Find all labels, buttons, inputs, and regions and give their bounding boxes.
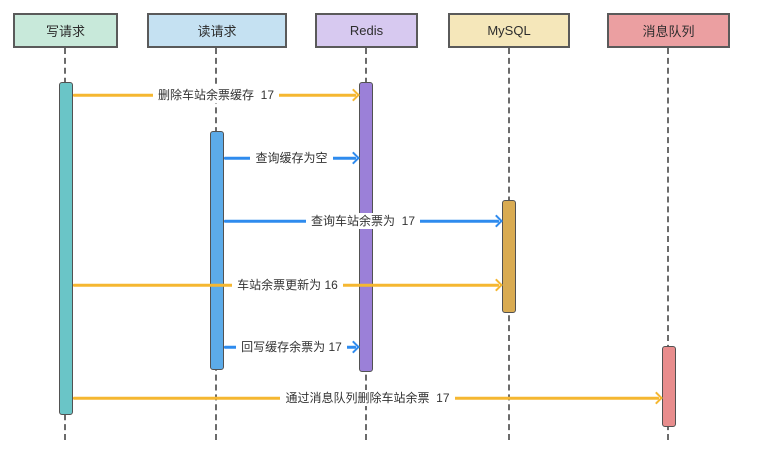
arrowhead-icon [490, 278, 503, 292]
activation-bar-read-request [210, 131, 224, 370]
participant-label: 读请求 [197, 24, 237, 39]
msg-delete-station-ticket-cache: 删除车站余票缓存 17 [73, 85, 360, 105]
arrowhead-icon [490, 214, 503, 228]
activation-bar-write-request [59, 82, 73, 415]
msg-query-station-tickets: 查询车站余票为 17 [224, 211, 503, 231]
arrowhead-icon [650, 391, 663, 405]
activation-bar-message-queue [662, 346, 676, 427]
message-label: 车站余票更新为 16 [232, 277, 343, 293]
participant-box-read-request: 读请求 [147, 13, 287, 48]
message-label: 查询车站余票为 17 [305, 213, 421, 229]
arrowhead-icon [347, 340, 360, 354]
participant-label: Redis [349, 23, 384, 38]
participant-box-redis: Redis [315, 13, 418, 48]
message-label: 通过消息队列删除车站余票 17 [280, 390, 455, 406]
participant-label: 写请求 [45, 24, 85, 39]
message-label: 删除车站余票缓存 17 [152, 87, 280, 103]
participant-box-write-request: 写请求 [13, 13, 118, 48]
participant-box-mysql: MySQL [448, 13, 570, 48]
arrowhead-icon [347, 151, 360, 165]
lifeline-message-queue [667, 48, 669, 440]
msg-update-station-tickets: 车站余票更新为 16 [73, 275, 503, 295]
message-label: 查询缓存为空 [250, 150, 333, 166]
msg-write-back-cache: 回写缓存余票为 17 [224, 337, 360, 357]
msg-query-cache-empty: 查询缓存为空 [224, 148, 360, 168]
participant-box-message-queue: 消息队列 [607, 13, 730, 48]
participant-label: 消息队列 [642, 24, 695, 39]
participant-label: MySQL [487, 23, 531, 38]
activation-bar-mysql [502, 200, 516, 313]
arrowhead-icon [347, 88, 360, 102]
msg-delete-cache-via-queue: 通过消息队列删除车站余票 17 [73, 388, 663, 408]
message-label: 回写缓存余票为 17 [236, 339, 347, 355]
